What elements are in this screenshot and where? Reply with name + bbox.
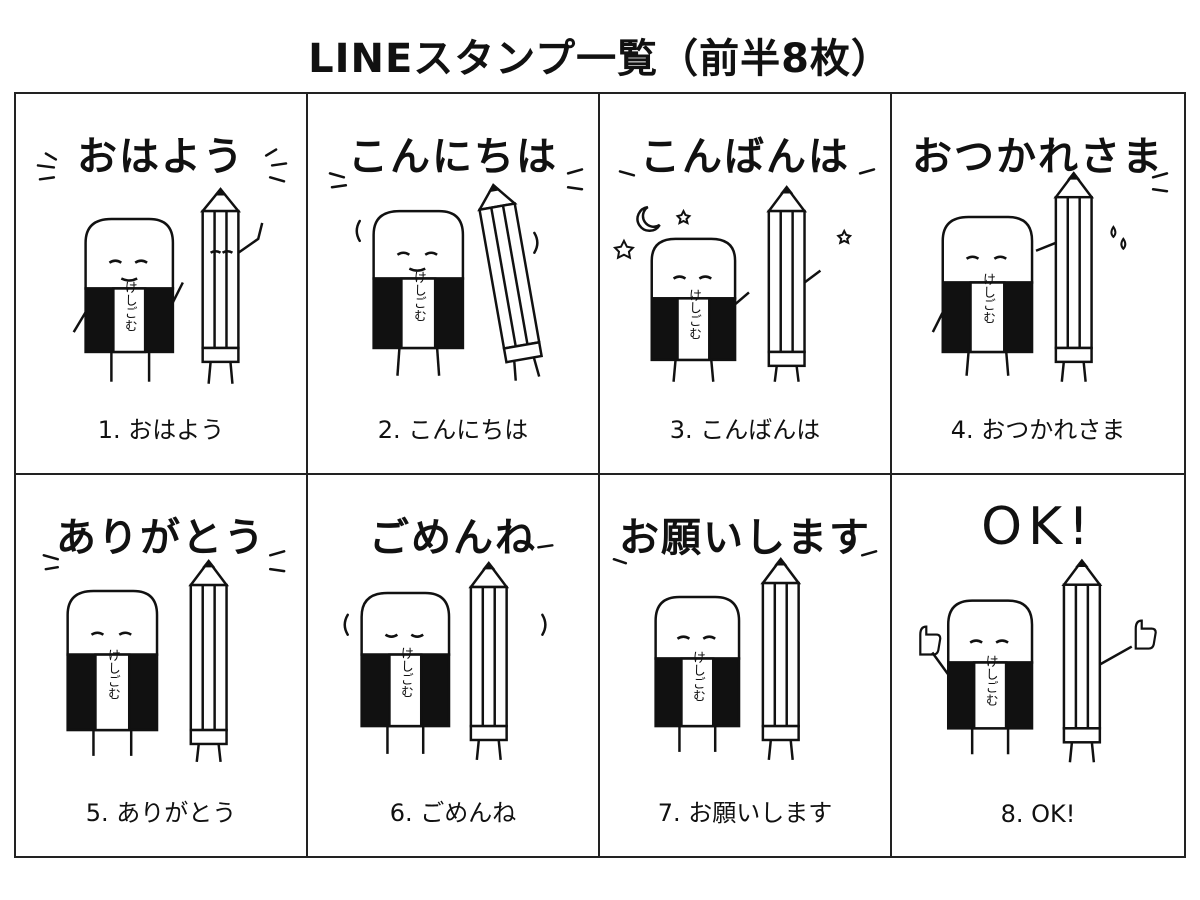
stamp-card-ok[interactable]: けしごむ OK! 8. OK! bbox=[892, 475, 1184, 856]
eraser-character bbox=[360, 591, 451, 754]
stamp-caption: 4. おつかれさま bbox=[950, 416, 1126, 444]
stamp-illustration: けしごむ bbox=[36, 148, 288, 384]
stamp-caption: 5. ありがとう bbox=[85, 799, 237, 827]
eraser-label: けしごむ bbox=[686, 288, 701, 340]
stamp-illustration: けしごむ bbox=[931, 171, 1169, 382]
pencil-character bbox=[1061, 558, 1133, 763]
moon-icon bbox=[636, 205, 661, 232]
stamp-caption: 6. ごめんね bbox=[389, 799, 517, 827]
eraser-label: けしごむ bbox=[690, 651, 705, 703]
stamp-illustration: けしごむ bbox=[42, 550, 286, 762]
stamp-caption: 8. OK! bbox=[1000, 800, 1076, 828]
star-icon bbox=[612, 208, 853, 260]
emphasis-lines-icon bbox=[343, 544, 554, 636]
stamp-caption: 2. こんにちは bbox=[377, 416, 529, 444]
stamp-headline: ありがとう bbox=[56, 515, 266, 561]
stamp-card-konbanwa[interactable]: けしごむ こんばんは 3. こんばんは bbox=[600, 94, 892, 475]
pencil-character bbox=[766, 185, 822, 382]
eraser-label: けしごむ bbox=[411, 271, 426, 323]
stamp-headline: こんばんは bbox=[640, 134, 850, 180]
stamp-caption: 1. おはよう bbox=[97, 416, 225, 444]
stamp-illustration: けしごむ bbox=[343, 544, 554, 760]
eraser-label: けしごむ bbox=[105, 649, 120, 701]
stamp-card-onegaishimasu[interactable]: けしごむ お願いします 7. お願いします bbox=[600, 475, 892, 856]
stamp-card-gomenne[interactable]: けしごむ ごめんね 6. ごめんね bbox=[308, 475, 600, 856]
eraser-character bbox=[66, 589, 159, 756]
emphasis-lines-icon bbox=[1151, 172, 1169, 193]
stamp-caption: 3. こんばんは bbox=[669, 416, 821, 444]
thumbs-up-icon bbox=[919, 619, 1157, 656]
eraser-character bbox=[931, 599, 1034, 755]
eraser-character bbox=[931, 215, 1034, 376]
stamp-illustration: けしごむ bbox=[919, 558, 1157, 763]
stamp-headline: こんにちは bbox=[348, 134, 558, 180]
eraser-label: けしごむ bbox=[980, 273, 995, 325]
emphasis-lines-icon bbox=[328, 168, 584, 254]
eraser-character bbox=[372, 209, 465, 376]
stamp-card-arigatou[interactable]: けしごむ ありがとう 5. ありがとう bbox=[16, 475, 308, 856]
eraser-character bbox=[654, 595, 741, 752]
pencil-character bbox=[188, 559, 230, 762]
stamp-grid: けしごむ おはよう 1. おはよう bbox=[14, 92, 1186, 858]
stamp-card-ohayou[interactable]: けしごむ おはよう 1. おはよう bbox=[16, 94, 308, 475]
emphasis-lines-icon bbox=[36, 148, 288, 183]
pencil-character bbox=[1035, 171, 1095, 382]
sweat-drops-icon bbox=[1110, 225, 1127, 251]
page-title: LINEスタンプ一覧（前半8枚） bbox=[308, 36, 892, 82]
emphasis-lines-icon bbox=[612, 550, 878, 565]
pencil-character bbox=[477, 183, 544, 381]
eraser-label: けしごむ bbox=[983, 655, 998, 707]
stamp-card-otsukaresama[interactable]: けしごむ おつかれさま 4. おつかれさま bbox=[892, 94, 1184, 475]
stamp-headline: おつかれさま bbox=[912, 134, 1164, 180]
stamp-card-konnichiwa[interactable]: けしごむ こんにちは 2. こんにちは bbox=[308, 94, 600, 475]
eraser-character bbox=[650, 237, 750, 382]
stamp-headline: OK! bbox=[981, 497, 1095, 557]
stamp-illustration: けしごむ bbox=[612, 550, 878, 760]
stamp-illustration: けしごむ bbox=[612, 168, 876, 382]
pencil-character bbox=[200, 187, 264, 384]
stamp-headline: ごめんね bbox=[369, 515, 537, 561]
eraser-label: けしごむ bbox=[398, 647, 413, 699]
eraser-character bbox=[72, 217, 184, 382]
stamp-headline: お願いします bbox=[619, 515, 871, 561]
eraser-label: けしごむ bbox=[122, 281, 137, 333]
stamp-illustration: けしごむ bbox=[328, 168, 584, 381]
pencil-character bbox=[760, 557, 802, 760]
stamp-caption: 7. お願いします bbox=[657, 799, 833, 827]
emphasis-lines-icon bbox=[618, 168, 876, 177]
pencil-character bbox=[468, 561, 510, 760]
stamp-headline: おはよう bbox=[77, 134, 245, 180]
emphasis-lines-icon bbox=[42, 550, 286, 573]
